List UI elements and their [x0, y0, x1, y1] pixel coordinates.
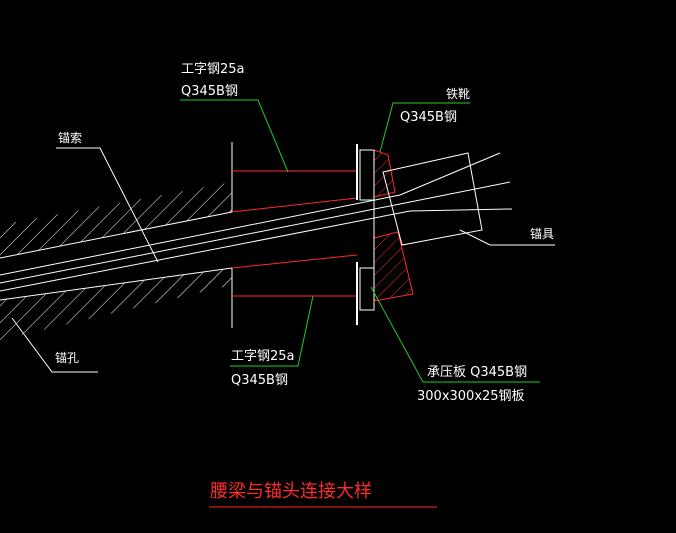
- leader-wedge: [379, 102, 470, 153]
- label-bearing-plate-2: 300x300x25钢板: [417, 389, 525, 404]
- label-i-beam-top-1: 工字钢25a: [181, 62, 245, 77]
- anchor-cable: [0, 152, 513, 292]
- label-wedge-1: 铁靴: [446, 87, 470, 101]
- anchorage-head: [382, 152, 483, 246]
- leader-anchor-hole: [11, 317, 98, 373]
- label-i-beam-bottom-1: 工字钢25a: [231, 349, 295, 364]
- label-i-beam-top-2: Q345B钢: [181, 84, 238, 99]
- i-beam-lower: [231, 254, 358, 297]
- leader-anchor-cable: [56, 147, 159, 263]
- soil-hatch-upper: [0, 182, 233, 259]
- label-anchor-cable: 锚索: [58, 130, 82, 145]
- leader-bearing-plate: [370, 286, 540, 383]
- i-beam-upper: [231, 170, 358, 213]
- leader-i-beam-bottom: [230, 295, 314, 367]
- soil-hatch-lower: [0, 267, 233, 340]
- leader-anchorage: [459, 229, 555, 246]
- leader-i-beam-top: [180, 99, 289, 173]
- bearing-plate: [359, 149, 375, 311]
- label-bearing-plate-1: 承压板 Q345B钢: [427, 365, 527, 380]
- label-anchor-hole: 锚孔: [55, 350, 79, 365]
- label-i-beam-bottom-2: Q345B钢: [231, 373, 288, 388]
- steel-wedge: [373, 149, 414, 302]
- label-anchorage: 锚具: [530, 226, 554, 241]
- drawing-title: 腰梁与锚头连接大样: [210, 481, 372, 502]
- label-wedge-2: Q345B钢: [400, 110, 457, 125]
